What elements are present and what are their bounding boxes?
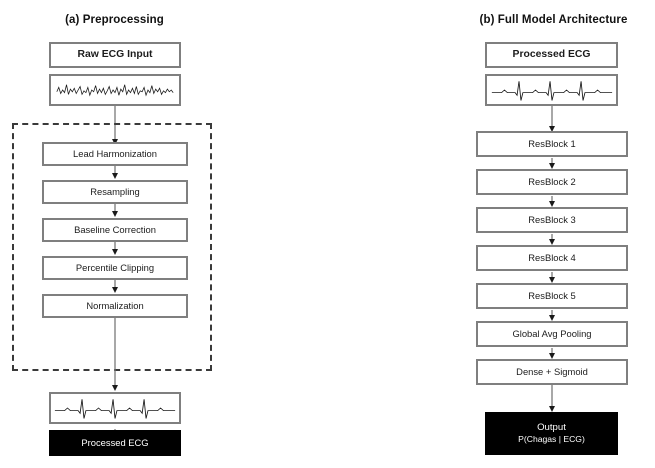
- panel-a-connector-steps-to-output: [105, 318, 125, 392]
- panel-a-raw-ecg-waveform: [49, 74, 181, 106]
- panel-a-raw-ecg-input-box: Raw ECG Input: [49, 42, 181, 68]
- panel-a-connector-step3-step4: [105, 242, 125, 256]
- panel-b-processed-ecg-box: Processed ECG: [485, 42, 618, 68]
- panel-a-step-baseline-correction: Baseline Correction: [42, 218, 188, 242]
- panel-b-processed-ecg-waveform: [485, 74, 618, 106]
- panel-b-connector-resblock2-resblock3: [542, 195, 562, 207]
- panel-b-connector-input-to-resblock1: [542, 106, 562, 133]
- panel-b-output-sublabel: P(Chagas | ECG): [518, 434, 585, 445]
- panel-b-connector-pooling-dense: [542, 347, 562, 359]
- panel-b-layer-resblock-5: ResBlock 5: [476, 283, 628, 309]
- panel-b-layer-resblock-2: ResBlock 2: [476, 169, 628, 195]
- panel-a-step-lead-harmonization: Lead Harmonization: [42, 142, 188, 166]
- panel-b-layer-dense-sigmoid: Dense + Sigmoid: [476, 359, 628, 385]
- panel-a-step-resampling: Resampling: [42, 180, 188, 204]
- panel-a-connector-step1-step2: [105, 166, 125, 180]
- panel-a-step-normalization: Normalization: [42, 294, 188, 318]
- panel-b-layer-global-avg-pooling: Global Avg Pooling: [476, 321, 628, 347]
- panel-b-connector-dense-to-output: [542, 385, 562, 413]
- preprocessing-group-boundary: [12, 123, 212, 371]
- panel-a-connector-step4-step5: [105, 280, 125, 294]
- panel-b-connector-resblock4-resblock5: [542, 271, 562, 283]
- panel-b-connector-resblock5-pooling: [542, 309, 562, 321]
- panel-a-connector-step2-step3: [105, 204, 125, 218]
- panel-a-title: (a) Preprocessing: [65, 14, 164, 26]
- panel-a-processed-ecg-waveform: [49, 392, 181, 424]
- panel-b-output-box: Output P(Chagas | ECG): [485, 412, 618, 455]
- panel-b-title: (b) Full Model Architecture: [479, 14, 628, 26]
- panel-b-layer-resblock-3: ResBlock 3: [476, 207, 628, 233]
- panel-b-output-label: Output: [537, 421, 566, 433]
- panel-a-step-percentile-clipping: Percentile Clipping: [42, 256, 188, 280]
- panel-b-connector-resblock3-resblock4: [542, 233, 562, 245]
- panel-b-connector-resblock1-resblock2: [542, 157, 562, 169]
- panel-b-layer-resblock-1: ResBlock 1: [476, 131, 628, 157]
- panel-a-processed-ecg-box: Processed ECG: [49, 430, 181, 456]
- panel-b-layer-resblock-4: ResBlock 4: [476, 245, 628, 271]
